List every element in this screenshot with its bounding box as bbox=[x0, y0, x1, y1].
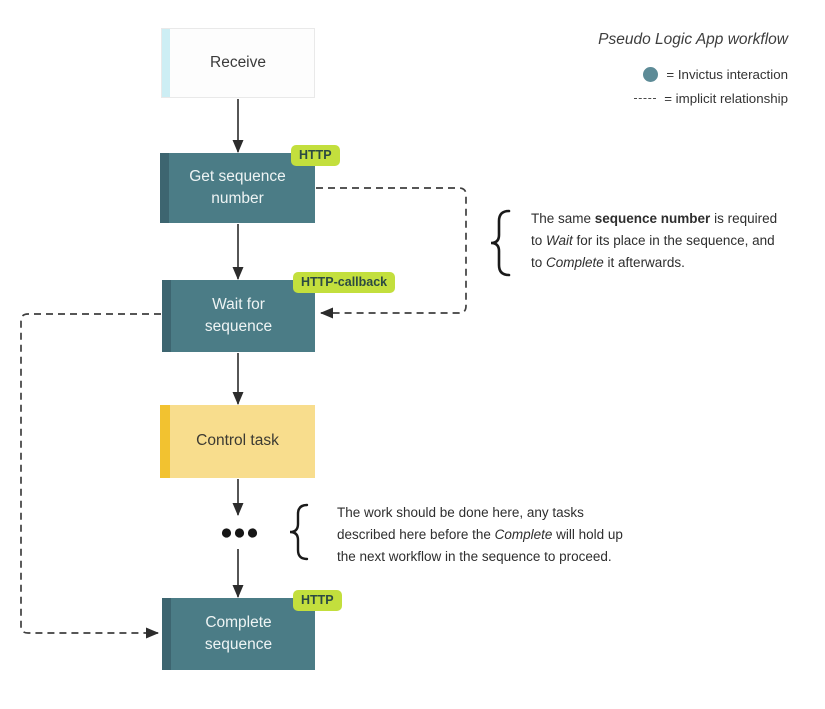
page-title: Pseudo Logic App workflow bbox=[598, 31, 788, 48]
annotation-text: for its place in the sequence, and bbox=[572, 233, 775, 248]
annotation-text: Complete bbox=[494, 527, 553, 542]
annotation-text: Wait bbox=[546, 233, 573, 248]
annotation-work-note: The work should be done here, any tasks … bbox=[337, 502, 697, 568]
node-accent-strip bbox=[162, 29, 170, 97]
annotation-text: is required bbox=[710, 211, 778, 226]
annotation-line: to Wait for its place in the sequence, a… bbox=[531, 230, 825, 252]
node-label: Control task bbox=[196, 432, 279, 450]
http-badge: HTTP bbox=[293, 590, 342, 611]
annotation-line: to Complete it afterwards. bbox=[531, 252, 825, 274]
node-complete-sequence: Complete sequence HTTP bbox=[162, 590, 342, 670]
node-wait-for-sequence: Wait for sequence HTTP-callback bbox=[162, 272, 396, 352]
legend-label: = implicit relationship bbox=[664, 91, 788, 106]
http-callback-badge: HTTP-callback bbox=[293, 272, 396, 293]
node-label: Receive bbox=[210, 53, 266, 71]
node-label: Get sequence number bbox=[189, 167, 286, 207]
annotation-line: described here before the Complete will … bbox=[337, 524, 697, 546]
node-control-task: Control task bbox=[160, 405, 315, 478]
curly-brace-icon bbox=[490, 209, 511, 277]
annotation-text: Complete bbox=[546, 255, 604, 270]
annotation-line: The work should be done here, any tasks bbox=[337, 502, 697, 524]
dashed-link-wait-to-complete bbox=[20, 313, 161, 639]
annotation-text: to bbox=[531, 233, 547, 248]
legend-item-invictus: = Invictus interaction bbox=[643, 67, 788, 82]
annotation-sequence-note: The same sequence number is required to … bbox=[531, 208, 825, 274]
annotation-text: The work should be done here, any tasks bbox=[337, 505, 584, 520]
annotation-text: The same bbox=[531, 211, 595, 226]
dashed-link-get-to-wait bbox=[316, 187, 467, 319]
diagram-header: Pseudo Logic App workflow = Invictus int… bbox=[598, 31, 788, 115]
legend-item-implicit: = implicit relationship bbox=[634, 91, 788, 106]
node-accent-strip bbox=[162, 598, 171, 670]
node-accent-strip bbox=[162, 280, 171, 352]
annotation-line: The same sequence number is required bbox=[531, 208, 825, 230]
annotation-text: will hold up bbox=[552, 527, 623, 542]
annotation-text: it afterwards. bbox=[603, 255, 685, 270]
annotation-text: described here before the bbox=[337, 527, 495, 542]
annotation-line: the next workflow in the sequence to pro… bbox=[337, 546, 697, 568]
http-badge: HTTP bbox=[291, 145, 340, 166]
node-label: Wait for sequence bbox=[204, 295, 273, 335]
node-label: Complete sequence bbox=[204, 613, 273, 653]
annotation-text: to bbox=[531, 255, 547, 270]
annotation-text: the next workflow in the sequence to pro… bbox=[337, 549, 612, 564]
ellipsis-dots-icon bbox=[221, 528, 258, 538]
node-get-sequence-number: Get sequence number HTTP bbox=[160, 145, 340, 223]
curly-brace-icon bbox=[289, 503, 309, 561]
legend-label: = Invictus interaction bbox=[666, 67, 788, 82]
node-accent-strip bbox=[160, 405, 170, 478]
invictus-interaction-icon bbox=[643, 67, 659, 82]
node-receive: Receive bbox=[161, 28, 315, 98]
annotation-text: sequence number bbox=[594, 211, 711, 226]
node-accent-strip bbox=[160, 153, 169, 223]
dashed-line-icon bbox=[634, 98, 657, 99]
